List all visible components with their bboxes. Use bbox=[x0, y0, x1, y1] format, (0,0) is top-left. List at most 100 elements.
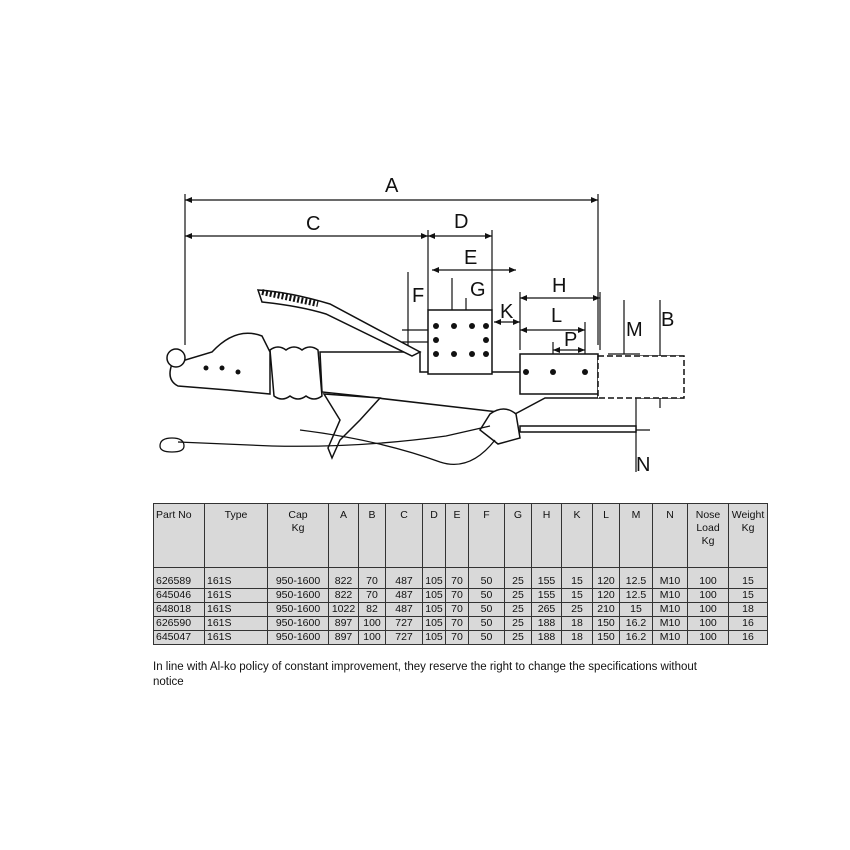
table-cell: 70 bbox=[445, 588, 469, 603]
table-cell: 161S bbox=[204, 630, 268, 645]
table-cell: 16.2 bbox=[619, 616, 653, 631]
coupling-technical-drawing: A C D E F G H K L P M B N bbox=[159, 175, 685, 476]
label-b: B bbox=[661, 309, 674, 331]
label-d: D bbox=[454, 211, 468, 233]
column-header-text: E bbox=[453, 509, 461, 521]
disclaimer-notice: In line with Al-ko policy of constant im… bbox=[153, 661, 697, 688]
table-cell: 12.5 bbox=[619, 567, 653, 589]
column-header-text: Part No bbox=[156, 509, 192, 521]
table-cell: 100 bbox=[687, 630, 729, 645]
table-cell: 50 bbox=[468, 616, 505, 631]
table-cell: 120 bbox=[592, 567, 620, 589]
table-cell: 16 bbox=[728, 630, 768, 645]
table-cell: 105 bbox=[422, 567, 446, 589]
table-cell: 210 bbox=[592, 602, 620, 617]
column-header-text: Weight bbox=[731, 509, 765, 521]
table-cell: 16 bbox=[728, 616, 768, 631]
table-cell: 70 bbox=[445, 602, 469, 617]
table-cell: 15 bbox=[561, 588, 593, 603]
table-cell: 487 bbox=[385, 567, 423, 589]
table-cell: 161S bbox=[204, 616, 268, 631]
column-header-text: A bbox=[339, 509, 347, 521]
column-header-text: D bbox=[430, 509, 438, 521]
column-header-text: Kg bbox=[741, 522, 755, 534]
column-header-text: Type bbox=[224, 509, 248, 521]
table-cell: 645046 bbox=[153, 588, 205, 603]
table-cell: 100 bbox=[687, 616, 729, 631]
spring-cylinder bbox=[322, 393, 382, 460]
table-cell: 822 bbox=[328, 567, 359, 589]
table-cell: 150 bbox=[592, 630, 620, 645]
table-cell: 18 bbox=[728, 602, 768, 617]
coupling-head bbox=[169, 332, 271, 395]
column-header: F bbox=[468, 503, 505, 568]
column-header-text: C bbox=[400, 509, 408, 521]
table-cell: 626590 bbox=[153, 616, 205, 631]
safety-knob bbox=[166, 348, 186, 368]
column-header: N bbox=[652, 503, 688, 568]
table-cell: 950-1600 bbox=[267, 630, 329, 645]
table-cell: 70 bbox=[358, 588, 386, 603]
table-cell: 1022 bbox=[328, 602, 359, 617]
drawbar-tube bbox=[597, 355, 685, 399]
label-g: G bbox=[470, 279, 486, 301]
table-cell: 50 bbox=[468, 630, 505, 645]
table-cell: 15 bbox=[728, 567, 768, 589]
table-cell: 188 bbox=[531, 630, 562, 645]
label-l: L bbox=[551, 305, 562, 327]
table-cell: 648018 bbox=[153, 602, 205, 617]
table-cell: 105 bbox=[422, 602, 446, 617]
table-cell: 188 bbox=[531, 616, 562, 631]
table-cell: 265 bbox=[531, 602, 562, 617]
mounting-hole bbox=[433, 323, 439, 329]
label-f: F bbox=[412, 285, 424, 307]
label-m: M bbox=[626, 319, 643, 341]
column-header: B bbox=[358, 503, 386, 568]
table-cell: 155 bbox=[531, 567, 562, 589]
table-cell: 105 bbox=[422, 630, 446, 645]
table-cell: 70 bbox=[445, 616, 469, 631]
label-k: K bbox=[500, 301, 514, 323]
column-header: M bbox=[619, 503, 653, 568]
table-cell: 100 bbox=[358, 616, 386, 631]
table-cell: 12.5 bbox=[619, 588, 653, 603]
column-header-text: B bbox=[368, 509, 376, 521]
label-p: P bbox=[564, 329, 577, 351]
table-cell: 15 bbox=[728, 588, 768, 603]
table-cell: 50 bbox=[468, 588, 505, 603]
table-cell: 70 bbox=[445, 567, 469, 589]
table-cell: 25 bbox=[561, 602, 593, 617]
column-header: K bbox=[561, 503, 593, 568]
mounting-plate bbox=[427, 309, 493, 375]
table-cell: 897 bbox=[328, 630, 359, 645]
table-cell: 161S bbox=[204, 588, 268, 603]
column-header: G bbox=[504, 503, 532, 568]
brake-rod bbox=[519, 425, 637, 433]
table-cell: 18 bbox=[561, 616, 593, 631]
column-header: L bbox=[592, 503, 620, 568]
label-c: C bbox=[306, 213, 320, 235]
column-header-text: Kg bbox=[701, 535, 715, 547]
label-n: N bbox=[636, 454, 650, 476]
table-cell: M10 bbox=[652, 602, 688, 617]
table-cell: 25 bbox=[504, 602, 532, 617]
column-header: Part No bbox=[153, 503, 205, 568]
table-cell: 487 bbox=[385, 602, 423, 617]
table-cell: 100 bbox=[687, 588, 729, 603]
table-cell: 50 bbox=[468, 602, 505, 617]
column-header: C bbox=[385, 503, 423, 568]
table-cell: 155 bbox=[531, 588, 562, 603]
drawbar-body bbox=[319, 351, 599, 415]
table-cell: 15 bbox=[561, 567, 593, 589]
column-header-text: K bbox=[573, 509, 581, 521]
table-cell: 82 bbox=[358, 602, 386, 617]
column-header-text: Cap bbox=[288, 509, 308, 521]
table-cell: 626589 bbox=[153, 567, 205, 589]
bellows bbox=[269, 346, 323, 400]
